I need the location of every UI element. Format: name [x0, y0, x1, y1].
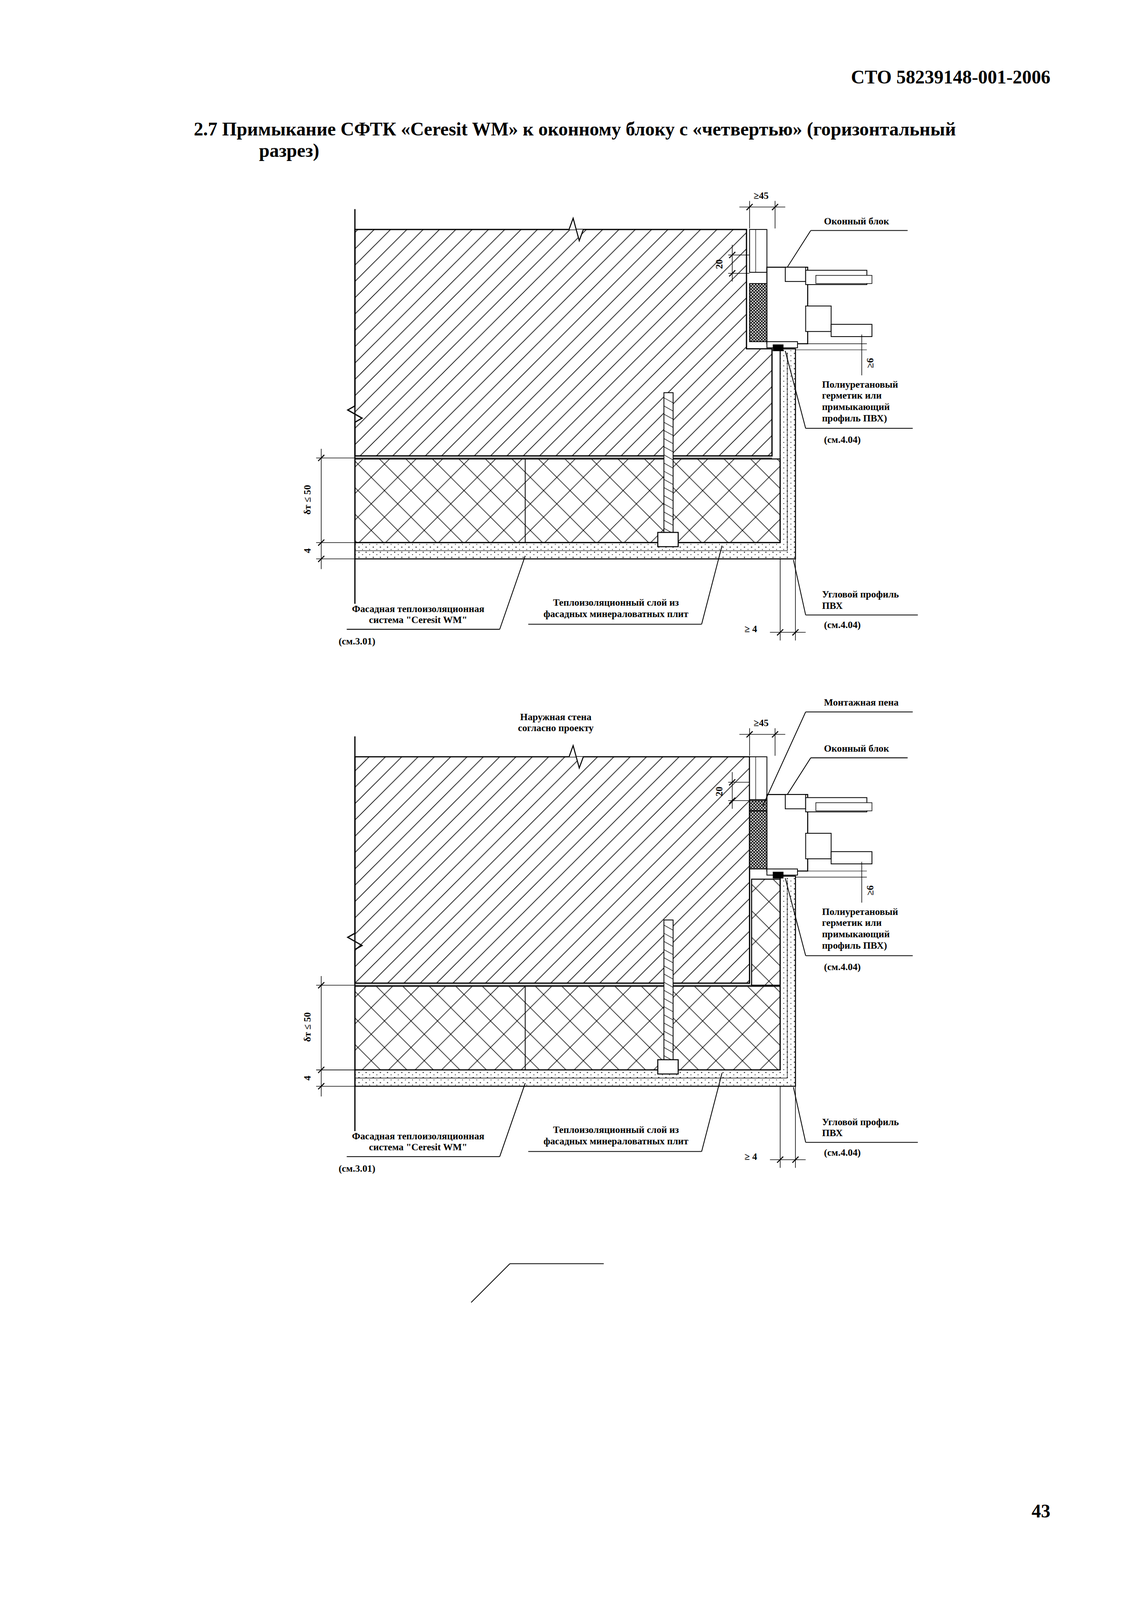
- dimension: ≥45: [753, 717, 769, 729]
- dimension: 20: [714, 786, 726, 797]
- page-number: 43: [1009, 1501, 1051, 1524]
- part-label: Фасадная теплоизоляционная система "Cere…: [336, 1131, 500, 1154]
- part-label: Угловой профиль ПВХ: [821, 589, 919, 613]
- reference-note: (см.3.01): [338, 636, 376, 648]
- reference-note: (см.4.04): [824, 961, 862, 973]
- part-label: Оконный блок: [824, 216, 890, 228]
- section-title: 2.7 Примыкание СФТК «Ceresit WM» к оконн…: [193, 119, 973, 163]
- part-label: Наружная стена согласно проекту: [504, 711, 608, 735]
- dimension: ≥45: [753, 190, 769, 202]
- dimension: ≥6: [865, 357, 877, 369]
- reference-note: (см.4.04): [824, 434, 862, 446]
- part-label: Угловой профиль ПВХ: [821, 1116, 919, 1140]
- dimension: ≥ 4: [744, 624, 758, 636]
- dimension: 4: [302, 548, 314, 554]
- dimension: ≥ 4: [744, 1151, 758, 1163]
- part-label: Полиуретановый герметик или примыкающий …: [821, 379, 924, 425]
- dimension: 4: [302, 1075, 314, 1081]
- reference-note: (см.4.04): [824, 620, 862, 632]
- part-label: Полиуретановый герметик или примыкающий …: [821, 906, 924, 952]
- dimension: δт ≤ 50: [302, 1011, 314, 1042]
- reference-note: (см.3.01): [338, 1163, 376, 1175]
- part-label: Теплоизоляционный слой из фасадных минер…: [530, 597, 702, 620]
- dimension: ≥6: [865, 885, 877, 896]
- part-label: Фасадная теплоизоляционная система "Cere…: [336, 603, 500, 627]
- dimension: 20: [714, 259, 726, 270]
- part-label: Монтажная пена: [824, 697, 899, 709]
- part-label: Теплоизоляционный слой из фасадных минер…: [530, 1125, 702, 1148]
- part-label: Оконный блок: [824, 743, 890, 755]
- dimension: δт ≤ 50: [302, 484, 314, 515]
- document-code: СТО 58239148-001-2006: [805, 67, 1051, 90]
- reference-note: (см.4.04): [824, 1147, 862, 1159]
